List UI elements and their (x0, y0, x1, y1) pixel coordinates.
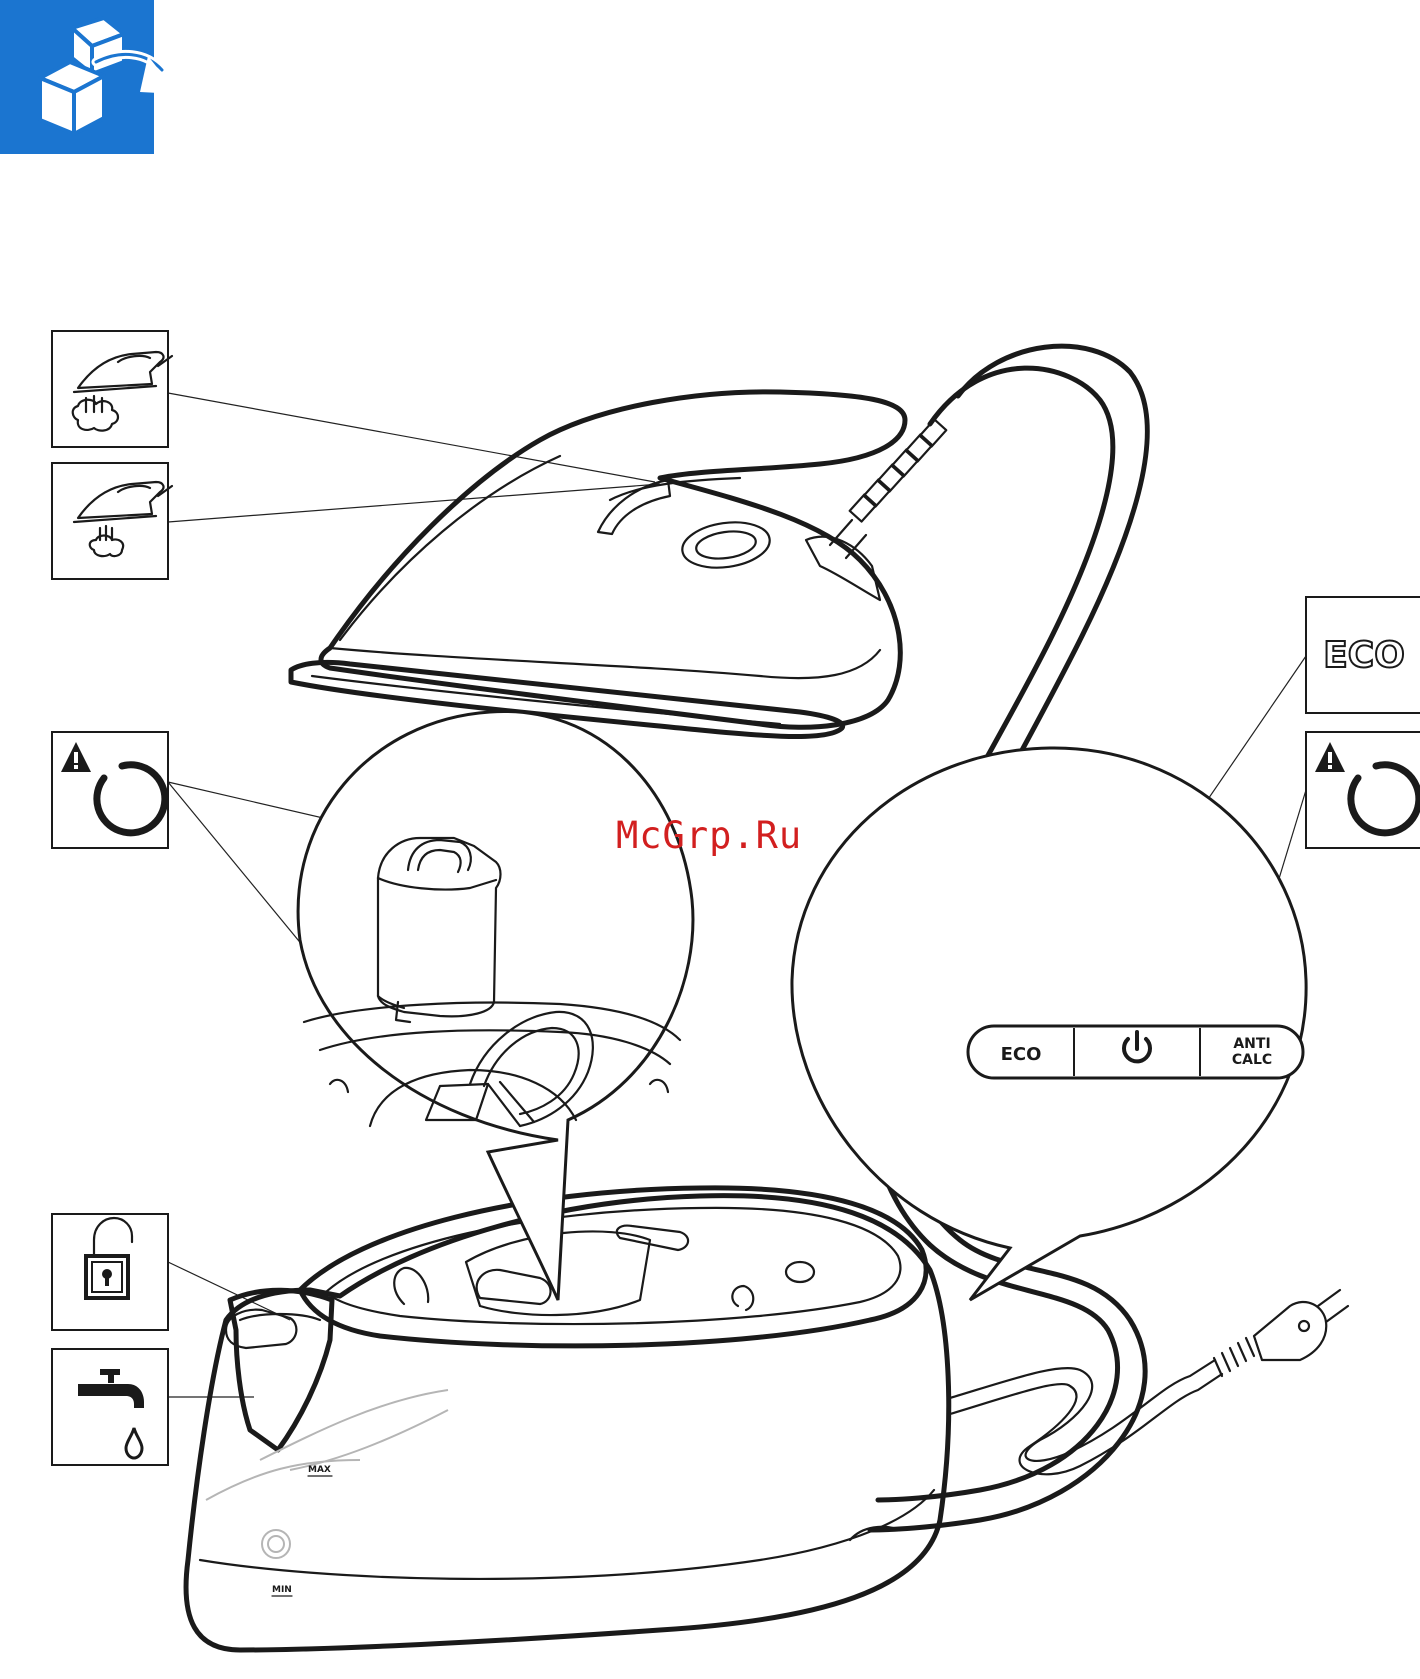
min-mark-label: MIN (272, 1585, 292, 1595)
steam-iron (291, 392, 946, 737)
continuous-steam-label-box (52, 331, 172, 447)
descaling-detail-bubble (298, 711, 693, 1300)
anticalc-button[interactable]: ANTI CALC (1232, 1036, 1272, 1068)
eco-button-label: ECO (1001, 1044, 1042, 1065)
steam-burst-label-box (52, 463, 172, 579)
unpack-box-icon (0, 0, 178, 154)
max-mark-label: MAX (308, 1465, 331, 1475)
descale-warning-label-box-left (52, 732, 168, 848)
base-station: MAX MIN (186, 1188, 949, 1650)
anticalc-line2: CALC (1232, 1052, 1272, 1068)
anticalc-line1: ANTI (1233, 1036, 1270, 1052)
power-cord (950, 1290, 1348, 1474)
water-fill-label-box (52, 1349, 168, 1465)
eco-label-box: ECO (1306, 597, 1420, 713)
eco-box-label: ECO (1323, 635, 1405, 676)
watermark-text: McGrp.Ru (616, 817, 802, 854)
unlock-label-box (52, 1214, 168, 1330)
eco-button[interactable]: ECO (1001, 1044, 1042, 1065)
descale-warning-label-box-right (1306, 732, 1420, 848)
